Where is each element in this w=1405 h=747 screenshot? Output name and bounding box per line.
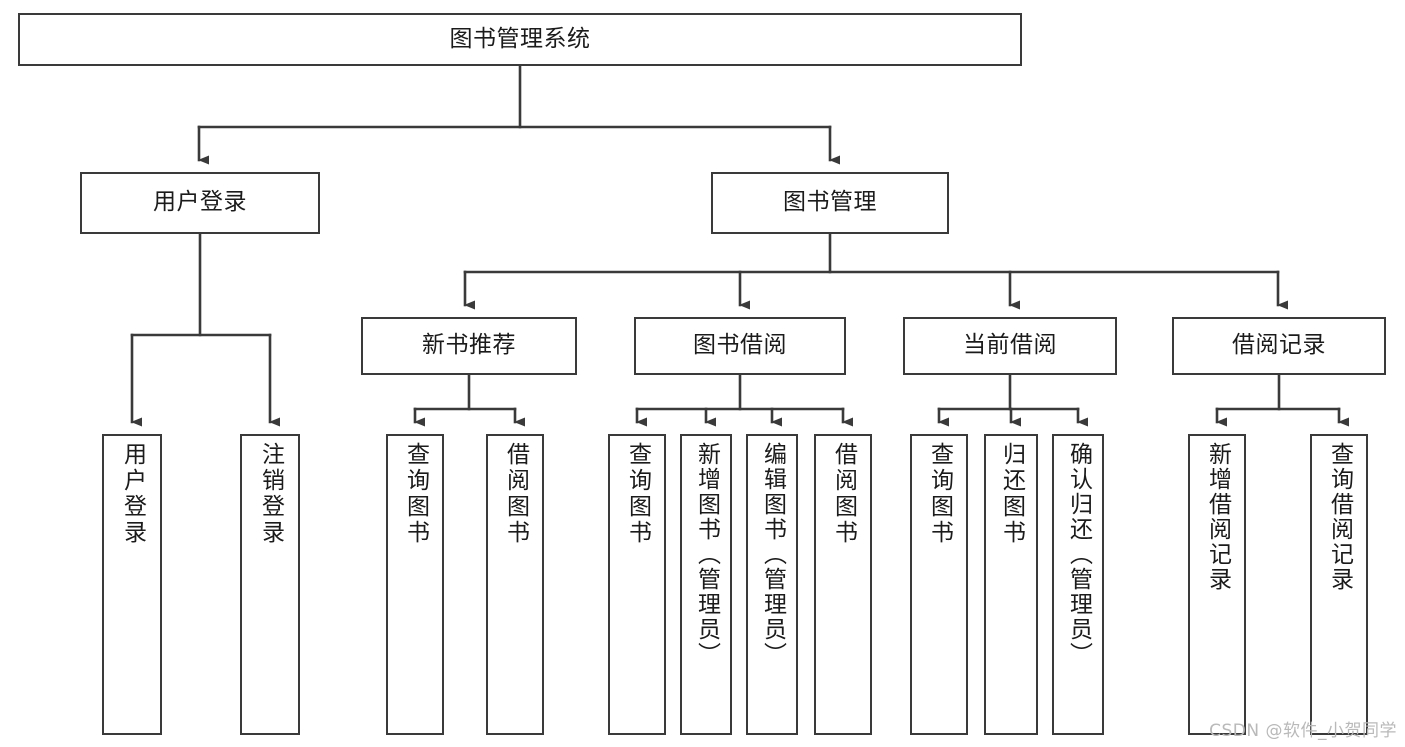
node-current-borrow-label: 当前借阅 [963, 332, 1057, 359]
leaf-borrow-book[interactable]: 借阅图书 [814, 434, 872, 735]
leaf-edit-book-admin[interactable]: 编辑图书（管理员） [746, 434, 798, 735]
node-user-login-label: 用户登录 [153, 189, 247, 216]
leaf-user-login-label: 用户登录 [119, 442, 146, 546]
leaf-query-book-newbook[interactable]: 查询图书 [386, 434, 444, 735]
leaf-add-book-admin[interactable]: 新增图书（管理员） [680, 434, 732, 735]
leaf-borrow-book-label: 借阅图书 [830, 442, 857, 546]
leaf-add-borrow-record[interactable]: 新增借阅记录 [1188, 434, 1246, 735]
leaf-edit-book-admin-label: 编辑图书（管理员） [759, 442, 786, 667]
leaf-query-borrow-record[interactable]: 查询借阅记录 [1310, 434, 1368, 735]
node-new-book-recommend-label: 新书推荐 [422, 332, 516, 359]
node-root[interactable]: 图书管理系统 [18, 13, 1022, 66]
leaf-return-book[interactable]: 归还图书 [984, 434, 1038, 735]
node-root-label: 图书管理系统 [449, 25, 591, 52]
leaf-confirm-return-admin[interactable]: 确认归还（管理员） [1052, 434, 1104, 735]
node-user-login[interactable]: 用户登录 [80, 172, 320, 234]
leaf-query-borrow-record-label: 查询借阅记录 [1326, 442, 1353, 592]
node-borrow-record[interactable]: 借阅记录 [1172, 317, 1386, 375]
node-book-management-label: 图书管理 [783, 189, 877, 216]
node-current-borrow[interactable]: 当前借阅 [903, 317, 1117, 375]
node-book-borrow-label: 图书借阅 [693, 332, 787, 359]
leaf-add-book-admin-label: 新增图书（管理员） [693, 442, 720, 667]
leaf-user-login[interactable]: 用户登录 [102, 434, 162, 735]
leaf-query-book-newbook-label: 查询图书 [402, 442, 429, 546]
node-new-book-recommend[interactable]: 新书推荐 [361, 317, 577, 375]
leaf-confirm-return-admin-label: 确认归还（管理员） [1065, 442, 1092, 667]
leaf-logout[interactable]: 注销登录 [240, 434, 300, 735]
leaf-add-borrow-record-label: 新增借阅记录 [1204, 442, 1231, 592]
node-borrow-record-label: 借阅记录 [1232, 332, 1326, 359]
node-book-borrow[interactable]: 图书借阅 [634, 317, 846, 375]
leaf-query-book-borrow-label: 查询图书 [624, 442, 651, 546]
leaf-borrow-book-newbook[interactable]: 借阅图书 [486, 434, 544, 735]
leaf-query-book-borrow[interactable]: 查询图书 [608, 434, 666, 735]
node-book-management[interactable]: 图书管理 [711, 172, 949, 234]
leaf-query-book-current-label: 查询图书 [926, 442, 953, 546]
leaf-return-book-label: 归还图书 [998, 442, 1025, 546]
watermark: CSDN @软件_小贺同学 [1209, 721, 1397, 741]
leaf-borrow-book-newbook-label: 借阅图书 [502, 442, 529, 546]
leaf-logout-label: 注销登录 [257, 442, 284, 546]
leaf-query-book-current[interactable]: 查询图书 [910, 434, 968, 735]
